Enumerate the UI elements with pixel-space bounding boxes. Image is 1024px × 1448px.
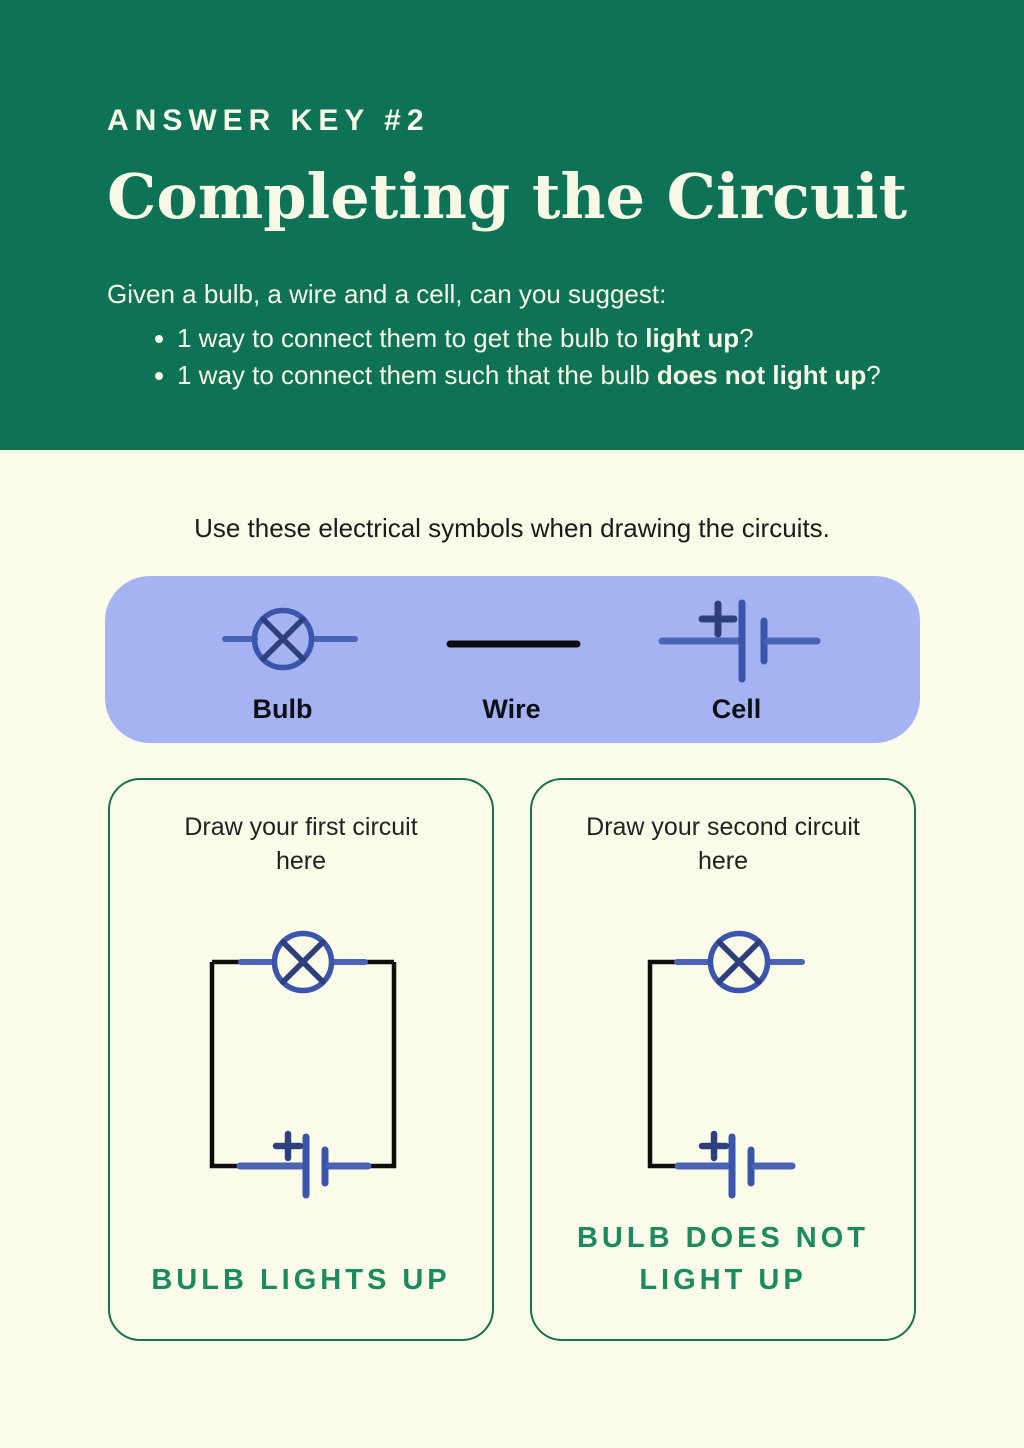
first-circuit-title: Draw your first circuit here xyxy=(184,813,418,875)
bulb-symbol-icon xyxy=(238,930,368,994)
page-title: Completing the Circuit xyxy=(107,160,908,233)
question-item: 1 way to connect them such that the bulb… xyxy=(155,357,924,394)
open-circuit-drawing xyxy=(647,930,805,1199)
symbols-instruction: Use these electrical symbols when drawin… xyxy=(194,513,830,543)
cell-label: Cell xyxy=(711,694,762,724)
question-text: 1 way to connect them such that the bulb xyxy=(177,360,657,390)
cell-symbol-icon xyxy=(236,1130,372,1199)
bulb-symbol-icon xyxy=(674,930,805,994)
intro-text: Given a bulb, a wire and a cell, can you… xyxy=(107,279,667,309)
question-text: ? xyxy=(739,323,754,353)
first-circuit-result: BULB LIGHTS UP xyxy=(151,1264,451,1296)
question-list: 1 way to connect them to get the bulb to… xyxy=(107,320,924,394)
cell-symbol-icon xyxy=(674,1130,796,1199)
question-text: ? xyxy=(866,360,881,390)
second-circuit-box: Draw your second circuit here xyxy=(530,778,916,1341)
cell-symbol-icon xyxy=(658,599,820,683)
answer-key-eyebrow: ANSWER KEY #2 xyxy=(107,104,430,137)
question-text: 1 way to connect them to get the bulb to xyxy=(177,323,646,353)
second-circuit-result: BULB DOES NOT LIGHT UP xyxy=(576,1222,870,1296)
circuit-boxes-row: Draw your first circuit here xyxy=(0,778,1024,1341)
question-item: 1 way to connect them to get the bulb to… xyxy=(155,320,924,357)
wire-label: Wire xyxy=(482,694,541,724)
bulb-label: Bulb xyxy=(252,694,313,724)
closed-circuit-drawing xyxy=(209,930,397,1199)
question-text-bold: does not light up xyxy=(656,360,867,390)
symbols-panel: Bulb Wire Cell xyxy=(104,576,920,743)
second-circuit-title: Draw your second circuit here xyxy=(586,813,860,875)
bulb-symbol-icon xyxy=(221,607,358,671)
header-banner: ANSWER KEY #2 Completing the Circuit Giv… xyxy=(0,0,1024,450)
first-circuit-box: Draw your first circuit here xyxy=(108,778,494,1341)
symbols-graphic xyxy=(221,599,820,683)
question-text-bold: light up xyxy=(645,323,740,353)
